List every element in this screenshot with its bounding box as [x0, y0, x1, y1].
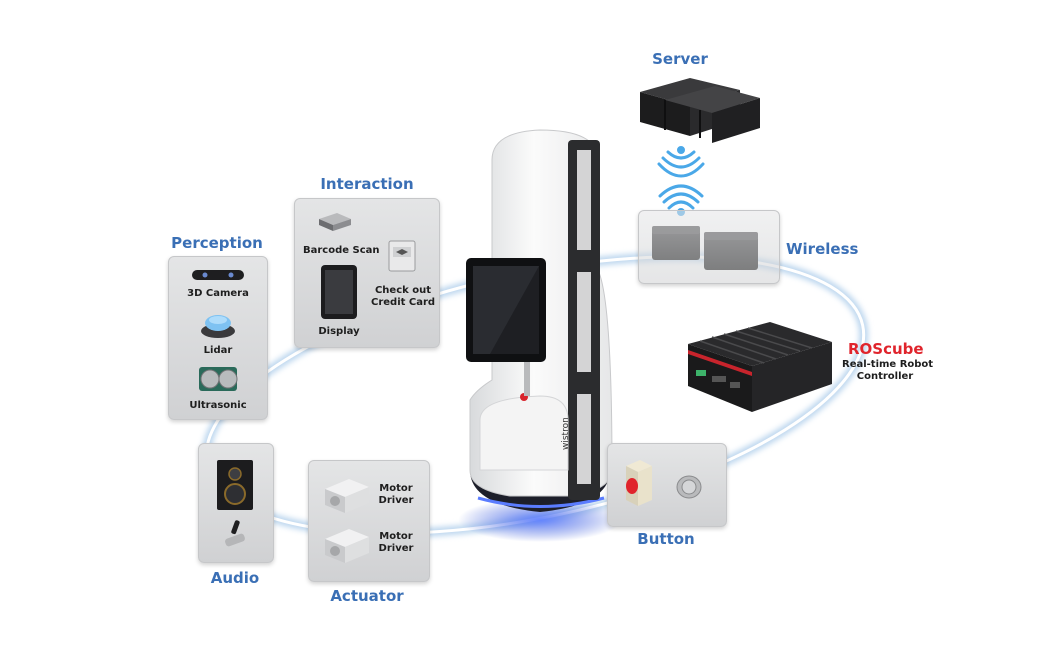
audio-panel: [198, 443, 274, 563]
lidar-icon: [201, 315, 235, 338]
audio-title: Audio: [210, 569, 260, 587]
interaction-panel: Barcode Scan Check out Credit Card Displ…: [294, 198, 440, 348]
ultrasonic-label: Ultrasonic: [189, 400, 247, 411]
3d-camera-label: 3D Camera: [187, 288, 249, 299]
actuator-title: Actuator: [330, 587, 404, 605]
roscube-controller-icon: [688, 322, 832, 412]
microphone-icon: [225, 520, 245, 547]
emergency-stop-button-icon: [626, 460, 652, 506]
button-title: Button: [637, 530, 695, 548]
button-panel: [607, 443, 727, 527]
lidar-label: Lidar: [203, 345, 233, 356]
display-label: Display: [318, 326, 360, 337]
actuator-panel: Motor Driver Motor Driver: [308, 460, 430, 582]
push-button-icon: [676, 475, 702, 499]
credit-card-label: Credit Card: [371, 297, 436, 308]
barcode-scan-label: Barcode Scan: [303, 245, 380, 256]
motor-driver-1-line2: Driver: [378, 495, 414, 506]
wireless-title: Wireless: [786, 240, 859, 258]
wireless-panel: [638, 210, 780, 284]
motor-driver-1-line1: Motor: [379, 483, 413, 494]
perception-panel: 3D Camera Lidar Ultrasonic: [168, 256, 268, 420]
server-title: Server: [652, 50, 708, 68]
robot-brand-text: wistron: [561, 417, 571, 450]
motor-driver-2-line1: Motor: [379, 531, 413, 542]
check-out-label: Check out: [374, 285, 432, 296]
ultrasonic-sensor-icon: [199, 367, 238, 391]
roscube-subtitle-line1: Real-time Robot: [842, 359, 934, 370]
server-icon: [640, 78, 760, 143]
motor-driver-icon-2: [325, 529, 369, 563]
interaction-title: Interaction: [320, 175, 414, 193]
card-reader-icon: [388, 240, 416, 272]
motor-driver-icon-1: [325, 479, 369, 513]
display-tablet-icon: [321, 265, 357, 319]
perception-title: Perception: [171, 234, 263, 252]
3d-camera-icon: [192, 270, 244, 280]
roscube-subtitle-line2: Controller: [856, 371, 914, 382]
robot-illustration: wistron: [458, 129, 622, 542]
roscube-title: ROScube: [848, 340, 924, 358]
motor-driver-2-line2: Driver: [378, 543, 414, 554]
barcode-scanner-icon: [319, 213, 351, 231]
wifi-signal-icon: [657, 146, 705, 178]
speaker-icon: [217, 460, 253, 510]
